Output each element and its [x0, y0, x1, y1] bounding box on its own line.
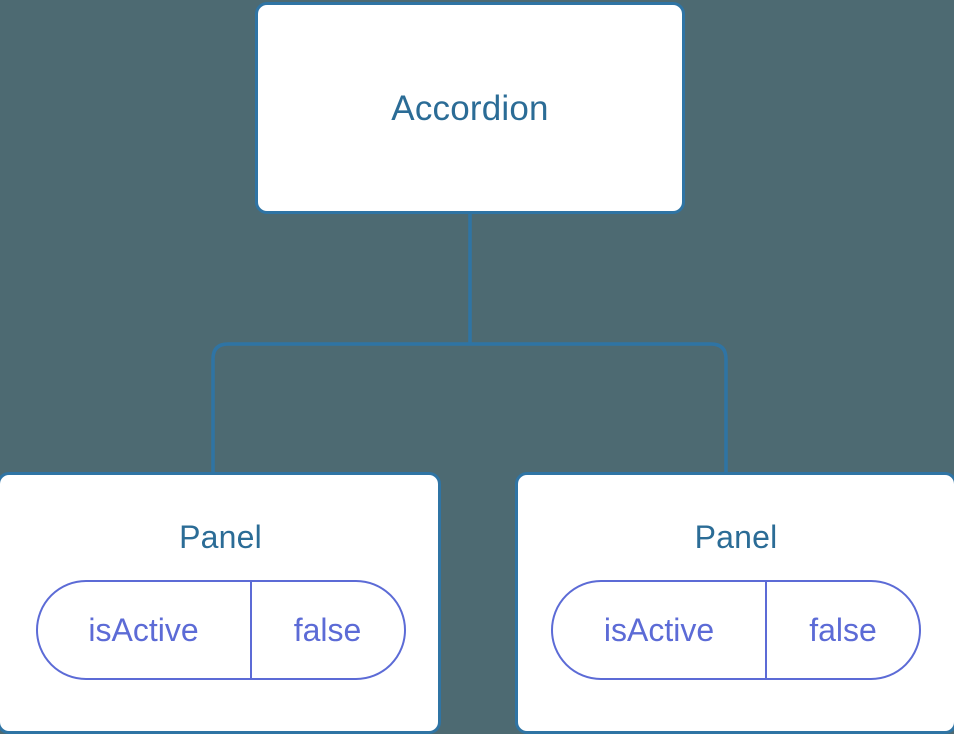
- node-panel-0[interactable]: Panel isActive false: [0, 472, 441, 734]
- node-panel-1-content: Panel isActive false: [518, 475, 954, 680]
- node-accordion[interactable]: Accordion: [255, 2, 685, 214]
- edge-accordion-to-panel-1: [470, 342, 728, 472]
- node-panel-1-state-badge[interactable]: isActive false: [551, 580, 921, 680]
- node-panel-0-content: Panel isActive false: [0, 475, 438, 680]
- node-panel-1[interactable]: Panel isActive false: [515, 472, 954, 734]
- edge-accordion-to-panel-0: [211, 342, 470, 472]
- node-panel-1-label: Panel: [694, 519, 778, 555]
- node-panel-0-label: Panel: [179, 519, 262, 555]
- node-accordion-label: Accordion: [391, 88, 549, 128]
- node-panel-0-state-badge[interactable]: isActive false: [35, 580, 406, 680]
- node-panel-0-state-value: false: [293, 612, 362, 648]
- node-panel-1-state-key: isActive: [553, 582, 767, 678]
- node-panel-0-state-key: isActive: [38, 582, 252, 678]
- node-panel-1-state-value: false: [809, 612, 877, 648]
